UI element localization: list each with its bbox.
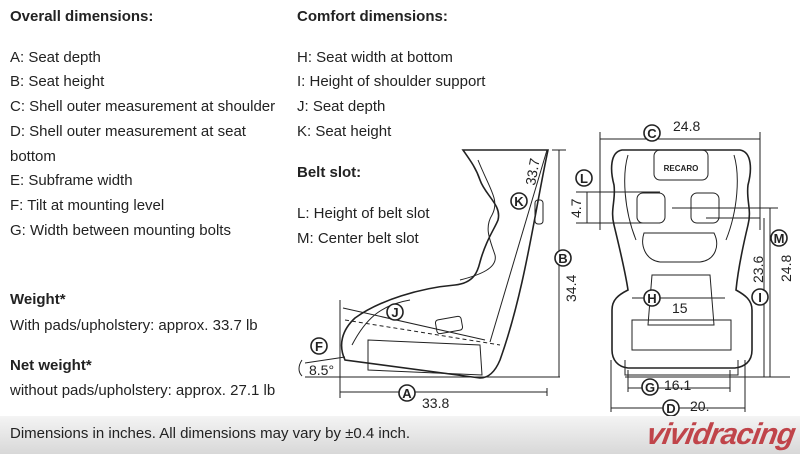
comfort-item: J: Seat depth [297,98,386,115]
dimension-value-b: 34.4 [563,275,579,302]
comfort-item: I: Height of shoulder support [297,73,486,90]
overall-item: D: Shell outer measurement at seat [10,123,246,140]
comfort-heading: Comfort dimensions: [297,8,448,25]
dimension-marker-h: H [643,289,661,307]
overall-item: F: Tilt at mounting level [10,197,165,214]
svg-text:H: H [647,291,656,306]
dimension-marker-j: J [386,303,404,321]
overall-item: C: Shell outer measurement at shoulder [10,98,276,115]
dimension-marker-m: M [770,229,788,247]
dimension-value-l: 4.7 [568,198,584,218]
dimension-marker-d: D [662,399,680,417]
dimension-value-c: 24.8 [673,118,700,134]
dimension-marker-c: C [643,124,661,142]
svg-text:B: B [558,251,567,266]
dimensions-note: Dimensions in inches. All dimensions may… [10,425,411,442]
footer-band: Dimensions in inches. All dimensions may… [0,416,800,454]
belt-slot-item: L: Height of belt slot [297,205,430,222]
seat-side-view [340,149,549,379]
dimension-value-d: 20. [690,398,709,414]
dimension-value-m: 24.8 [778,255,794,282]
recaro-logo: RECARO [664,164,699,173]
dimension-marker-b: B [554,249,572,267]
dimension-marker-g: G [641,378,659,396]
overall-item: bottom [10,148,56,165]
svg-text:D: D [666,401,675,416]
svg-text:M: M [774,231,785,246]
dimension-marker-k: K [510,192,528,210]
svg-text:C: C [647,126,657,141]
svg-text:K: K [514,194,524,209]
seat-front-view: RECARO [610,149,753,376]
dimension-value-g: 16.1 [664,377,691,393]
belt-slot-item: M: Center belt slot [297,230,419,247]
svg-text:J: J [391,305,398,320]
overall-item: G: Width between mounting bolts [10,222,231,239]
dimension-value-h: 15 [672,300,688,316]
comfort-item: K: Seat height [297,123,392,140]
belt-slot-heading: Belt slot: [297,164,362,181]
overall-item: B: Seat height [10,73,105,90]
svg-text:L: L [580,171,588,186]
dimension-value-k: 33.7 [522,157,543,187]
comfort-item: H: Seat width at bottom [297,49,453,66]
dimension-marker-f: F [310,337,328,355]
dimension-marker-a: A [398,384,416,402]
net-weight-heading: Net weight* [10,357,92,374]
overall-heading: Overall dimensions: [10,8,154,25]
watermark-logo: vividracing [643,418,797,451]
overall-item: E: Subframe width [10,172,133,189]
weight-heading: Weight* [10,291,66,308]
dimension-marker-i: I [751,288,769,306]
svg-text:I: I [758,290,762,305]
svg-text:F: F [315,339,323,354]
overall-item: A: Seat depth [10,49,101,66]
dimension-value-i: 23.6 [750,256,766,283]
dimension-value-a: 33.8 [422,395,449,411]
dimension-value-f: 8.5° [309,362,334,378]
svg-text:A: A [402,386,412,401]
svg-text:G: G [645,380,655,395]
dimension-marker-l: L [575,169,593,187]
weight-text: With pads/upholstery: approx. 33.7 lb [10,317,258,334]
net-weight-text: without pads/upholstery: approx. 27.1 lb [10,382,276,399]
